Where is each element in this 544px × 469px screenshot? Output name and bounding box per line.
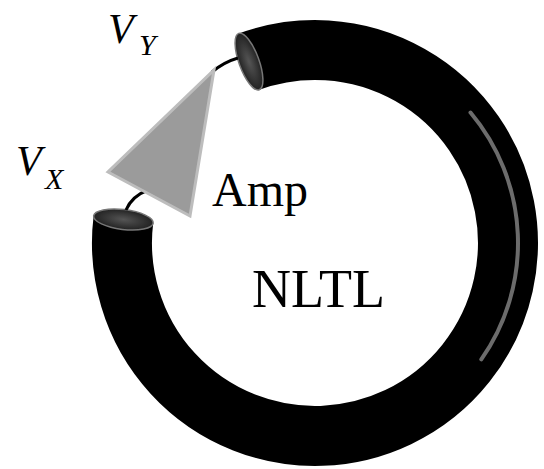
signal-subscript: X [45, 164, 63, 194]
line-label: NLTL [252, 262, 385, 316]
amplifier-triangle [108, 70, 214, 216]
signal-name: V [108, 8, 134, 50]
output-wire [212, 58, 238, 72]
signal-subscript: Y [139, 30, 156, 60]
ring-highlight [471, 113, 518, 360]
amplifier-label: Amp [212, 166, 308, 214]
ring-end-face [92, 206, 154, 233]
signal-name: V [16, 140, 42, 182]
ring-end-face [229, 30, 268, 93]
